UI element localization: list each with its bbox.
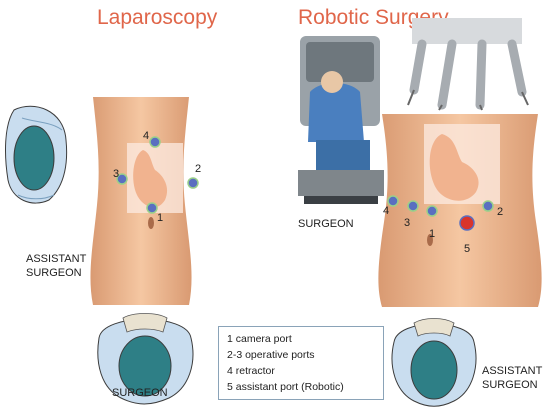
surgeon-robotic-label: SURGEON: [298, 218, 354, 230]
lap-port-label-1: 1: [157, 212, 164, 224]
lap-port-label-3: 3: [113, 168, 120, 180]
rob-port-4: [387, 195, 399, 207]
rob-port-1: [426, 205, 438, 217]
surgeon-console-icon: [298, 36, 384, 204]
lap-port-1: [146, 202, 158, 214]
rob-port-label-3: 3: [404, 217, 411, 229]
rob-port-2: [482, 200, 494, 212]
robotic-surgery-title: Robotic Surgery: [298, 6, 449, 29]
robotic-torso: [378, 114, 542, 307]
laparoscopy-torso: [90, 97, 192, 305]
rob-port-label-4: 4: [383, 205, 390, 217]
legend-item: 2-3 operative ports: [227, 349, 315, 361]
rob-port-label-1: 1: [429, 228, 436, 240]
assistant-surgeon-right-label: ASSISTANT SURGEON: [482, 365, 543, 391]
legend-item: 4 retractor: [227, 365, 275, 377]
lap-port-4: [149, 136, 161, 148]
surgeon-bottom-label: SURGEON: [112, 387, 168, 399]
laparoscopy-title: Laparoscopy: [97, 6, 218, 29]
lap-port-2: [187, 177, 199, 189]
robotic-arms-icon: [407, 18, 529, 111]
lap-port-3: [116, 173, 128, 185]
legend-item: 5 assistant port (Robotic): [227, 381, 344, 393]
lap-port-label-4: 4: [143, 130, 150, 142]
port-legend: 1 camera port 2-3 operative ports 4 retr…: [218, 326, 384, 400]
assistant-surgeon-left-label: ASSISTANT SURGEON: [26, 253, 87, 279]
rob-port-label-2: 2: [497, 206, 504, 218]
rob-port-5: [459, 215, 475, 231]
rob-port-label-5: 5: [464, 243, 471, 255]
assistant-head-right-icon: [391, 318, 477, 407]
surgeon-head-bottom-icon: [97, 313, 194, 405]
lap-port-label-2: 2: [195, 163, 202, 175]
legend-item: 1 camera port: [227, 333, 292, 345]
rob-port-3: [407, 200, 419, 212]
assistant-head-left-icon: [5, 105, 68, 204]
